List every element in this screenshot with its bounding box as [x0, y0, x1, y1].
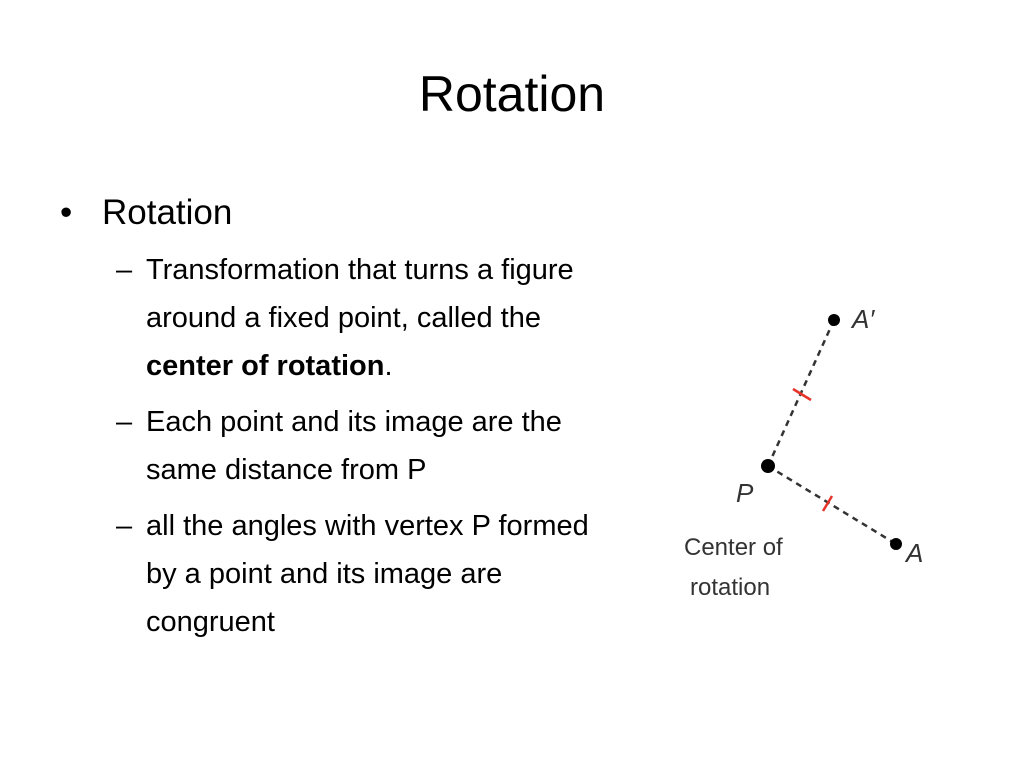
tick-mark-p-a-prime: [792, 387, 812, 402]
sub-bullet-3-line-1: all the angles with vertex P formed: [146, 510, 589, 542]
bullet-item: • Rotation: [60, 188, 700, 238]
label-a: A: [904, 538, 923, 568]
point-p: [761, 459, 775, 473]
dash-icon: –: [116, 406, 133, 438]
sub-bullet-1-line-3: center of rotation.: [146, 342, 676, 390]
sub-bullet-1-line-2: around a fixed point, called the: [146, 302, 541, 334]
point-a-prime: [828, 314, 840, 326]
point-a: [890, 538, 902, 550]
tick-mark-p-a: [821, 495, 834, 512]
caption-line-1: Center of: [684, 534, 783, 561]
center-of-rotation-term: center of rotation: [146, 350, 385, 382]
sub-bullet-1: – Transformation that turns a figure aro…: [60, 246, 700, 390]
segment-p-to-a: [767, 464, 897, 546]
bullet-dot-icon: •: [60, 193, 73, 232]
rotation-diagram: A′ P A Center of rotation: [672, 292, 952, 622]
sub-bullet-3: – all the angles with vertex P formed by…: [60, 502, 700, 646]
sub-bullet-2: – Each point and its image are the same …: [60, 398, 700, 494]
sub-bullet-2-line-2: same distance from P: [146, 454, 427, 486]
label-a-prime: A′: [850, 304, 875, 334]
dash-icon: –: [116, 510, 133, 542]
sub-bullet-1-period: .: [384, 350, 393, 382]
label-p: P: [736, 478, 754, 508]
rotation-diagram-svg: A′ P A Center of rotation: [684, 304, 923, 601]
slide-content: • Rotation – Transformation that turns a…: [60, 188, 700, 646]
bullet-text: Rotation: [102, 193, 233, 232]
dash-icon: –: [116, 254, 133, 286]
caption-line-2: rotation: [690, 574, 770, 601]
sub-bullet-2-line-1: Each point and its image are the: [146, 406, 562, 438]
sub-bullet-3-line-2: by a point and its image are: [146, 558, 503, 590]
sub-bullet-1-line-1: Transformation that turns a figure: [146, 254, 574, 286]
slide-title: Rotation: [418, 66, 606, 122]
sub-bullet-3-line-3: congruent: [146, 606, 275, 638]
